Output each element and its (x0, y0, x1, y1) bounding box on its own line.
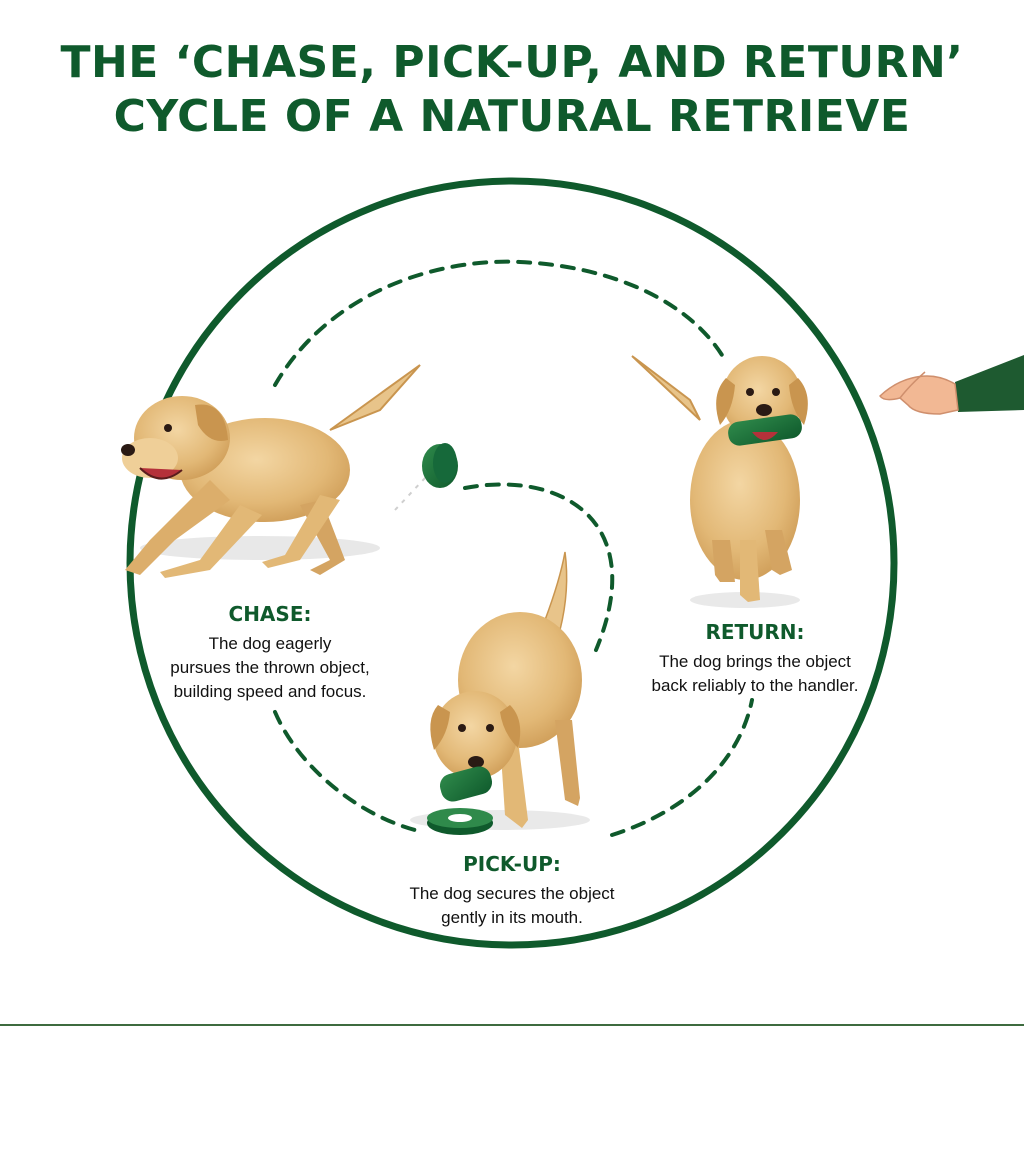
stage-return-desc-1: The dog brings the object (659, 652, 851, 671)
handler-hand-icon (879, 355, 1024, 415)
dashed-path (273, 259, 754, 837)
stage-chase-desc-2: pursues the thrown object, (170, 658, 370, 677)
running-dog-icon (121, 364, 421, 578)
stage-pickup-heading: PICK-UP: (463, 852, 561, 876)
footer-divider (0, 1024, 1024, 1026)
toy-bumper-icon (394, 443, 458, 511)
stage-chase: CHASE: The dog eagerly pursues the throw… (150, 602, 390, 704)
stage-pickup: PICK-UP: The dog secures the object gent… (382, 852, 642, 930)
title-line-1: THE ‘CHASE, PICK-UP, AND RETURN’ (60, 37, 964, 88)
stage-return: RETURN: The dog brings the object back r… (620, 620, 890, 698)
stage-return-heading: RETURN: (705, 620, 805, 644)
stage-chase-desc-3: building speed and focus. (173, 682, 367, 701)
stage-chase-desc-1: The dog eagerly (208, 634, 332, 653)
stage-pickup-desc-2: gently in its mouth. (441, 908, 583, 927)
cycle-ring (126, 177, 898, 949)
stage-return-desc-2: back reliably to the handler. (651, 676, 859, 695)
dog-pickup-icon (410, 551, 590, 835)
title-line-2: CYCLE OF A NATURAL RETRIEVE (113, 91, 911, 142)
stage-pickup-desc-1: The dog secures the object (409, 884, 615, 903)
diagram-title: THE ‘CHASE, PICK-UP, AND RETURN’ CYCLE O… (0, 36, 1024, 144)
stage-chase-heading: CHASE: (228, 602, 312, 626)
dog-return-icon (631, 355, 808, 608)
